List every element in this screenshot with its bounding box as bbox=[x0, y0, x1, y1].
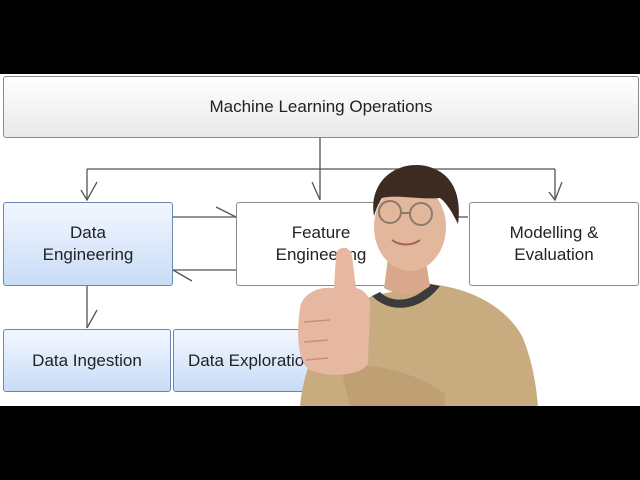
hair bbox=[373, 165, 459, 224]
node-modelling-evaluation: Modelling & Evaluation bbox=[469, 202, 639, 286]
node-label: Data Ingestion bbox=[32, 350, 142, 370]
arrowhead-de-to-fe bbox=[215, 206, 237, 218]
node-label: Modelling & Evaluation bbox=[509, 223, 599, 264]
glasses-icon bbox=[378, 200, 433, 226]
thumbs-up-icon bbox=[298, 247, 371, 375]
node-label: Data Exploration bbox=[188, 350, 314, 370]
diagram-canvas: Machine Learning Operations Data Enginee… bbox=[0, 74, 640, 406]
node-label: Data Engineering bbox=[42, 223, 134, 264]
node-data-ingestion: Data Ingestion bbox=[3, 329, 171, 392]
arrowhead-fe-to-de bbox=[172, 269, 193, 282]
node-data-engineering: Data Engineering bbox=[3, 202, 173, 286]
arrowhead-feature-eng bbox=[311, 181, 321, 201]
arrowhead-ingestion bbox=[86, 309, 98, 329]
connector-lines bbox=[80, 138, 563, 329]
node-machine-learning-operations: Machine Learning Operations bbox=[3, 76, 639, 138]
arrowhead-data-eng bbox=[80, 181, 98, 202]
arm bbox=[340, 364, 445, 406]
arrowhead-modelling bbox=[548, 181, 563, 202]
node-label: Machine Learning Operations bbox=[209, 97, 433, 116]
person-thumbs-up bbox=[298, 165, 538, 406]
